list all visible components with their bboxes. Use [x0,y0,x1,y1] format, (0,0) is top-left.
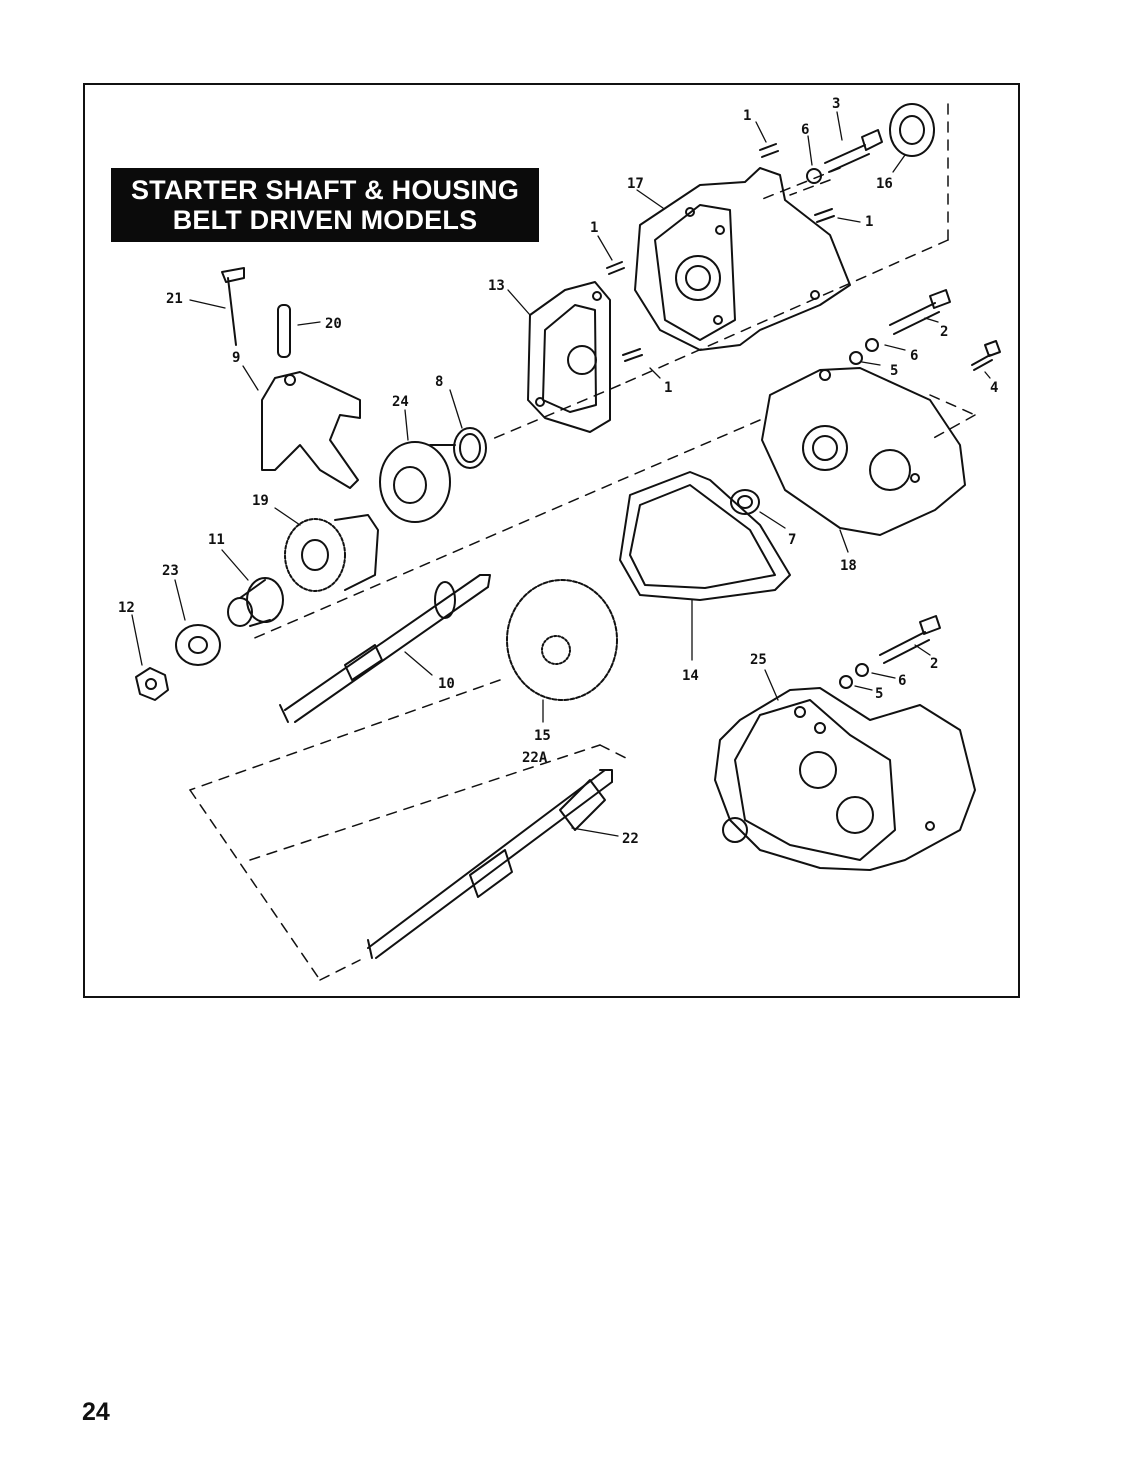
assembly-centerlines [189,103,976,981]
callout-23: 23 [162,563,179,579]
nut-12 [135,667,169,701]
callout-17: 17 [627,176,644,192]
callout-13: 13 [488,278,505,294]
callout-6: 6 [910,348,918,364]
callout-14: 14 [682,668,699,684]
seal-7 [730,489,760,515]
callout-5: 5 [875,686,883,702]
diagram-title: STARTER SHAFT & HOUSING BELT DRIVEN MODE… [111,168,539,242]
title-line-1: STARTER SHAFT & HOUSING [130,175,520,205]
callout-2: 2 [930,656,938,672]
callout-1: 1 [865,214,873,230]
gear-15 [506,579,618,701]
callout-16: 16 [876,176,893,192]
retaining-ring-8 [453,427,487,469]
callout-4: 4 [990,380,998,396]
callout-3: 3 [832,96,840,112]
bolt-2-upper-group [849,289,1001,371]
callout-22a: 22A [522,750,548,766]
housing-17 [634,167,851,351]
callout-25: 25 [750,652,767,668]
callout-11: 11 [208,532,225,548]
callout-1: 1 [743,108,751,124]
housing-25 [714,687,976,871]
gasket-14 [619,471,791,601]
callout-8: 8 [435,374,443,390]
title-line-2: BELT DRIVEN MODELS [172,205,478,235]
callout-15: 15 [534,728,551,744]
gasket-13 [527,281,611,433]
callout-7: 7 [788,532,796,548]
callout-labels: 1 6 3 16 17 1 1 13 1 21 20 9 8 24 2 6 5 … [118,96,998,847]
cover-18 [761,367,966,536]
pinion-gear-19 [284,514,379,592]
callout-21: 21 [166,291,183,307]
callout-1: 1 [590,220,598,236]
bolt-2-lower-group [839,615,941,689]
shaft-22 [367,769,613,959]
callout-24: 24 [392,394,409,410]
callout-19: 19 [252,493,269,509]
page-number: 24 [82,1398,110,1426]
bushing-11 [227,577,284,627]
diagram-frame [83,83,1020,998]
callout-5: 5 [890,363,898,379]
callout-20: 20 [325,316,342,332]
washer-23 [175,624,221,666]
thrust-washer-24 [379,441,456,523]
callout-6: 6 [898,673,906,689]
callout-18: 18 [840,558,857,574]
callout-1: 1 [664,380,672,396]
shaft-10 [279,574,491,723]
callout-2: 2 [940,324,948,340]
callout-6: 6 [801,122,809,138]
bolt-3-group [806,103,935,184]
dowel-pins-1 [606,143,835,362]
callout-leaders [131,111,991,837]
callout-22: 22 [622,831,639,847]
shift-lever-9 [221,267,361,489]
callout-9: 9 [232,350,240,366]
callout-10: 10 [438,676,455,692]
callout-12: 12 [118,600,135,616]
